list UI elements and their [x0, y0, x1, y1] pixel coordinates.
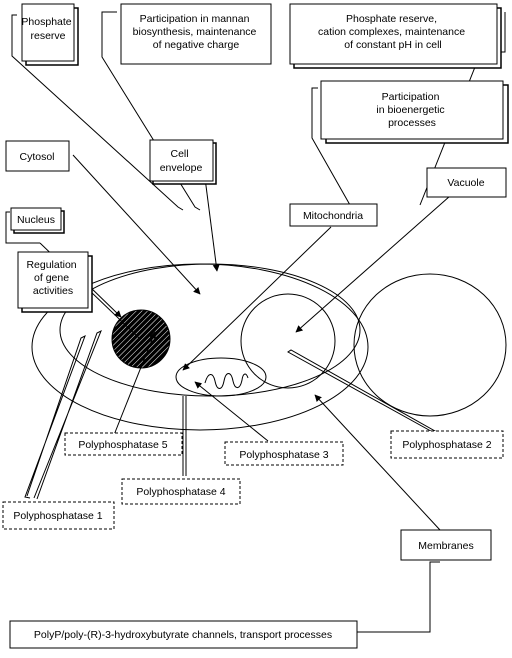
connector-vacuole	[295, 195, 451, 333]
mitochondrion-cristae	[204, 373, 249, 389]
label-boxes	[2, 3, 509, 649]
connector-gene-regulation	[87, 284, 122, 318]
cell-structure	[31, 263, 507, 431]
connector-mannan	[101, 11, 201, 211]
connector-cytosol	[72, 154, 201, 295]
label-cytosol: Cytosol	[19, 151, 54, 163]
connector-membranes-bracket	[357, 561, 440, 633]
label-bioenergetic: Participation in bioenergetic processes	[376, 91, 447, 129]
label-phosphate-reserve: Phosphate reserve	[21, 16, 74, 42]
connector-mitochondria	[182, 226, 332, 371]
label-channels: PolyP/poly-(R)-3-hydroxybutyrate channel…	[34, 629, 332, 641]
label-membranes: Membranes	[418, 540, 473, 552]
connector-cell-envelope	[204, 177, 220, 272]
label-cation: Phosphate reserve, cation complexes, mai…	[318, 13, 468, 51]
cell-inner-membrane	[59, 263, 361, 397]
label-gene-regulation: Regulation of gene activities	[26, 259, 79, 297]
nucleus	[111, 309, 171, 369]
connector-membranes	[314, 394, 441, 531]
label-polyphosphatase-1: Polyphosphatase 1	[13, 510, 102, 522]
connector-polyphosphatase-3	[194, 381, 269, 442]
label-mannan: Participation in mannan biosynthesis, ma…	[133, 13, 260, 51]
connector-polyphosphatase-1	[24, 334, 86, 499]
label-texts: Phosphate reserve Participation in manna…	[13, 13, 491, 641]
connector-polyphosphatase-5	[113, 331, 156, 436]
connector-polyphosphatase-1b	[33, 329, 102, 500]
label-nucleus: Nucleus	[17, 214, 55, 226]
connector-phosphate-reserve	[11, 14, 184, 211]
label-cell-envelope: Cell envelope	[160, 148, 203, 174]
vacuole	[240, 293, 336, 389]
label-vacuole: Vacuole	[447, 177, 484, 189]
label-polyphosphatase-5: Polyphosphatase 5	[78, 439, 167, 451]
label-polyphosphatase-4: Polyphosphatase 4	[136, 486, 225, 498]
connector-bioenergetic	[311, 87, 351, 206]
connector-nucleus-bracket	[5, 211, 40, 244]
mitochondrion	[175, 357, 267, 397]
label-polyphosphatase-2: Polyphosphatase 2	[402, 439, 491, 451]
connector-polyphosphatase-2	[287, 349, 452, 441]
label-polyphosphatase-3: Polyphosphatase 3	[239, 449, 328, 461]
daughter-bud	[353, 273, 507, 417]
label-mitochondria: Mitochondria	[303, 210, 363, 222]
